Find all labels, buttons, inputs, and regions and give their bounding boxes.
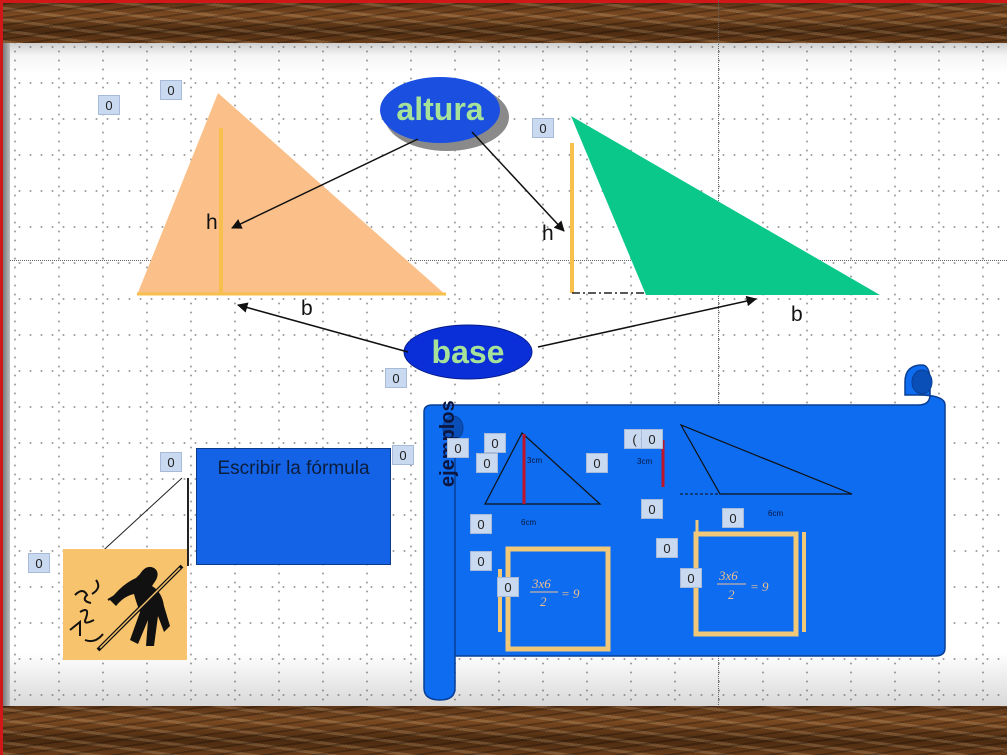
altura-label: altura — [380, 91, 500, 127]
zero-marker[interactable]: 0 — [497, 577, 519, 597]
example1-denominator: 2 — [540, 594, 547, 610]
triangle-right — [571, 116, 880, 295]
zero-marker[interactable]: 0 — [586, 453, 608, 473]
zero-marker[interactable]: 0 — [470, 514, 492, 534]
example2-base-label: 6cm — [768, 509, 783, 518]
zero-marker[interactable]: 0 — [641, 499, 663, 519]
arrow-altura-right — [472, 132, 564, 231]
base-label: base — [404, 333, 532, 371]
b-label-right: b — [791, 303, 803, 327]
example1-height-label: 3cm — [527, 456, 542, 465]
zero-marker[interactable]: 0 — [641, 429, 663, 449]
example1-numerator: 3x6 — [532, 576, 551, 592]
h-label-left: h — [206, 211, 218, 235]
zero-marker[interactable]: 0 — [28, 553, 50, 573]
zero-marker[interactable]: 0 — [532, 118, 554, 138]
zero-marker[interactable]: 0 — [160, 80, 182, 100]
example2-denominator: 2 — [728, 587, 735, 603]
example2-height-label: 3cm — [637, 457, 652, 466]
zero-marker[interactable]: 0 — [656, 538, 678, 558]
zero-marker[interactable]: 0 — [385, 368, 407, 388]
formula-text: Escribir la fórmula — [196, 456, 391, 482]
zero-marker[interactable]: 0 — [447, 438, 469, 458]
example2-numerator: 3x6 — [719, 568, 738, 584]
zero-marker[interactable]: 0 — [392, 445, 414, 465]
example2-result: = 9 — [750, 579, 769, 595]
clipart-figure-drawing — [63, 549, 187, 660]
zero-marker[interactable]: 0 — [98, 95, 120, 115]
wood-border-bottom — [3, 706, 1007, 755]
connector-figure — [95, 478, 182, 558]
zero-marker[interactable]: 0 — [484, 433, 506, 453]
example1-base-label: 6cm — [521, 518, 536, 527]
zero-marker[interactable]: 0 — [722, 508, 744, 528]
zero-marker[interactable]: 0 — [680, 568, 702, 588]
zero-marker[interactable]: 0 — [476, 453, 498, 473]
zero-marker[interactable]: 0 — [160, 452, 182, 472]
scroll-shape — [424, 365, 945, 700]
h-label-right: h — [542, 222, 554, 246]
zero-marker[interactable]: 0 — [470, 551, 492, 571]
b-label-left: b — [301, 297, 313, 321]
example1-result: = 9 — [561, 586, 580, 602]
arrow-base-left — [238, 305, 408, 352]
arrow-base-right — [538, 299, 756, 347]
